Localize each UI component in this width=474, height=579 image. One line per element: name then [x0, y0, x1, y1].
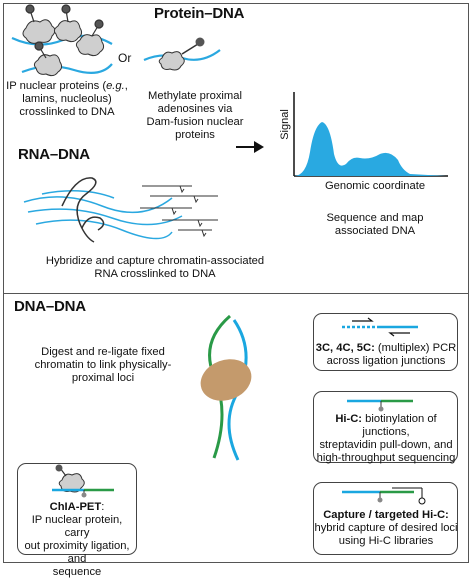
pcr-primer-icon — [342, 317, 418, 337]
rna-dna-text: Hybridize and capture chromatin-associat… — [30, 255, 280, 281]
dam-text-1: Methylate proximal — [148, 90, 242, 102]
pcr-text: 3C, 4C, 5C: (multiplex) PCR across ligat… — [315, 342, 457, 368]
plot-caption: Sequence and map associated DNA — [315, 212, 435, 238]
dna-dna-title: DNA–DNA — [14, 298, 86, 315]
chia-pet-icon — [52, 464, 114, 498]
ip-text-3: lamins, nucleolus) — [22, 93, 112, 105]
ip-text-eg: e.g. — [106, 80, 125, 92]
ip-nuclear-text: IP nuclear proteins (e.g., lamins, nucle… — [2, 80, 132, 119]
chia-pet-text-3: out proximity ligation, and — [24, 540, 130, 565]
chromatin-loop-illustration — [200, 314, 252, 461]
capture-hi-c-text: Capture / targeted Hi-C: hybrid capture … — [314, 509, 458, 548]
digest-text-3: proximal loci — [71, 372, 135, 384]
signal-plot — [293, 92, 448, 177]
dam-text-4: proteins — [175, 129, 215, 141]
box-hi-c — [313, 391, 458, 463]
hi-c-text: Hi-C: biotinylation of junctions, strept… — [314, 413, 458, 465]
protein-cluster-icon — [11, 4, 113, 77]
right-arrow-icon — [236, 141, 264, 153]
rna-text-2: RNA crosslinked to DNA — [94, 268, 216, 280]
capture-probe-icon — [342, 487, 426, 505]
pcr-bold: 3C, 4C, 5C: — [315, 342, 375, 354]
rna-dna-title: RNA–DNA — [18, 146, 90, 163]
plot-ylabel: Signal — [278, 109, 291, 140]
capture-text-2: using Hi-C libraries — [338, 535, 434, 547]
box-capture-hi-c — [313, 482, 458, 555]
pcr-text-1: (multiplex) PCR — [374, 342, 457, 354]
hi-c-bold: Hi-C: — [335, 413, 363, 425]
pcr-text-2: across ligation junctions — [326, 355, 446, 367]
figure-frame — [3, 3, 469, 563]
hi-c-text-1: biotinylation of junctions, — [362, 413, 437, 438]
ip-text-4: crosslinked to DNA — [19, 106, 115, 118]
protein-dna-title: Protein–DNA — [154, 5, 245, 22]
ip-text-1: IP nuclear proteins ( — [6, 80, 107, 92]
dam-fusion-icon — [143, 37, 221, 71]
chia-pet-text-2: IP nuclear protein, carry — [31, 514, 123, 539]
rna-text-1: Hybridize and capture chromatin-associat… — [45, 255, 265, 267]
capture-bold: Capture / targeted Hi-C: — [323, 509, 449, 521]
plot-xlabel: Genomic coordinate — [324, 180, 426, 192]
digest-text-1: Digest and re-ligate fixed — [41, 346, 165, 358]
chia-pet-bold: ChIA-PET — [49, 501, 102, 513]
box-3c-4c-5c — [313, 313, 458, 371]
hi-c-text-3: high-throughput sequencing — [316, 452, 456, 464]
plot-caption-2: associated DNA — [334, 225, 416, 237]
hi-c-text-2: streptavidin pull-down, and — [319, 439, 453, 451]
capture-text-1: hybrid capture of desired loci — [314, 522, 458, 534]
plot-caption-1: Sequence and map — [326, 212, 424, 224]
or-label: Or — [118, 51, 132, 65]
box-chia-pet — [17, 463, 137, 555]
dam-text-2: adenosines via — [157, 103, 233, 115]
chia-pet-text: ChIA-PET: IP nuclear protein, carry out … — [18, 501, 136, 579]
digest-text: Digest and re-ligate fixed chromatin to … — [28, 346, 178, 385]
section-divider — [3, 293, 469, 294]
hi-c-biotin-icon — [347, 399, 413, 412]
rna-dna-illustration — [23, 177, 218, 243]
ip-text-2: , — [124, 80, 128, 92]
dam-text: Methylate proximal adenosines via Dam-fu… — [135, 90, 255, 142]
digest-text-2: chromatin to link physically- — [34, 359, 172, 371]
chia-pet-text-1: : — [101, 501, 105, 513]
dam-text-3: Dam-fusion nuclear — [146, 116, 244, 128]
